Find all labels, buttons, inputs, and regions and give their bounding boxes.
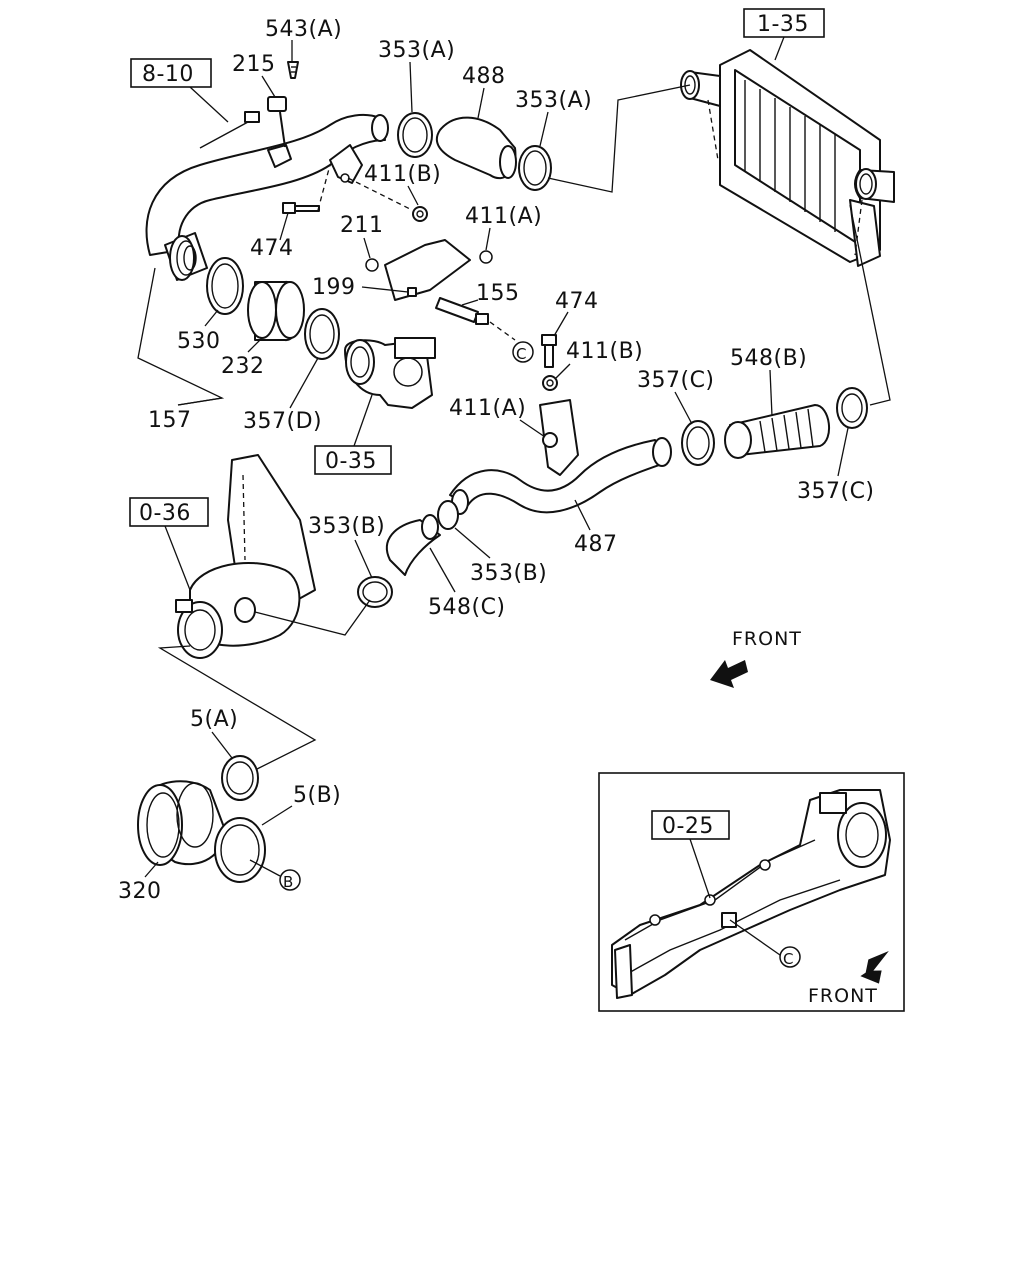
- label-357c-1: 357(C): [637, 368, 715, 393]
- label-232: 232: [221, 354, 265, 379]
- svg-text:C: C: [516, 345, 527, 363]
- ref-box-0-36: [129, 497, 209, 527]
- label-211: 211: [340, 213, 384, 238]
- upper-intake-pipe: [145, 96, 389, 281]
- label-353b-1: 353(B): [308, 514, 385, 539]
- ref-box-8-10: [130, 58, 212, 88]
- label-353b-2: 353(B): [470, 561, 547, 586]
- label-543a: 543(A): [265, 17, 342, 42]
- label-5a: 5(A): [190, 707, 238, 732]
- hose-488: [435, 116, 517, 180]
- hose-548c: [385, 514, 441, 576]
- label-320: 320: [118, 879, 162, 904]
- label-155: 155: [476, 281, 520, 306]
- label-215: 215: [232, 52, 276, 77]
- clamp-357c-1: [681, 420, 715, 466]
- label-548b: 548(B): [730, 346, 807, 371]
- label-411b-1: 411(B): [364, 162, 441, 187]
- turbocharger: [175, 454, 316, 659]
- label-530: 530: [177, 329, 221, 354]
- screw-543a: [287, 61, 299, 79]
- hose-320: [137, 780, 226, 866]
- nut-411a-lower: [542, 432, 558, 448]
- clamp-530: [206, 257, 244, 315]
- sensor-155: [435, 297, 489, 325]
- clamp-353a-2: [518, 145, 552, 191]
- label-357c-2: 357(C): [797, 479, 875, 504]
- label-357d: 357(D): [243, 409, 322, 434]
- nut-411b-upper: [412, 206, 428, 222]
- bracket-487: [539, 399, 579, 476]
- svg-text:C: C: [783, 950, 794, 968]
- front-arrow-main-icon: [710, 660, 748, 688]
- clamp-353b-1: [437, 500, 459, 530]
- ref-box-0-25: [651, 810, 730, 840]
- label-548c: 548(C): [428, 595, 506, 620]
- clamp-5a: [221, 755, 259, 801]
- clamp-357d: [304, 308, 340, 360]
- bolt-474-lower: [541, 334, 557, 368]
- label-487: 487: [574, 532, 618, 557]
- ref-label-0-36: 0-36: [139, 501, 191, 526]
- label-474-1: 474: [250, 236, 294, 261]
- marker-c-main: [512, 341, 534, 363]
- label-199: 199: [312, 275, 356, 300]
- sleeve-232: [247, 280, 305, 342]
- label-411a-2: 411(A): [449, 396, 526, 421]
- clamp-353a-1: [397, 112, 433, 158]
- marker-b: [279, 869, 301, 891]
- label-5b: 5(B): [293, 783, 341, 808]
- intercooler: [680, 49, 895, 267]
- nut-411b-lower: [542, 375, 558, 391]
- front-arrow-inset-icon: [860, 950, 889, 984]
- bracket-211: [365, 239, 493, 301]
- marker-c-inset: [779, 946, 801, 968]
- clamp-5b: [214, 817, 266, 883]
- hose-548b: [724, 404, 831, 459]
- label-474-2: 474: [555, 289, 599, 314]
- label-411a-1: 411(A): [465, 204, 542, 229]
- label-411b-2: 411(B): [566, 339, 643, 364]
- throttle-body: [344, 337, 436, 409]
- label-157: 157: [148, 408, 192, 433]
- label-488: 488: [462, 64, 506, 89]
- ref-label-0-25: 0-25: [662, 814, 714, 839]
- label-353a-1: 353(A): [378, 38, 455, 63]
- clamp-357c-2: [836, 387, 868, 429]
- inset-frame: [598, 772, 905, 1012]
- ref-label-0-35: 0-35: [325, 449, 377, 474]
- ref-label-8-10: 8-10: [142, 62, 194, 87]
- front-label-main: FRONT: [732, 628, 802, 650]
- intake-manifold: [611, 789, 891, 999]
- bolt-474-upper: [282, 202, 320, 214]
- label-353a-2: 353(A): [515, 88, 592, 113]
- svg-text:B: B: [283, 873, 294, 891]
- front-label-inset: FRONT: [808, 985, 878, 1007]
- ref-box-0-35: [314, 445, 392, 475]
- clamp-353b-2: [357, 576, 393, 608]
- ref-label-1-35: 1-35: [757, 12, 809, 37]
